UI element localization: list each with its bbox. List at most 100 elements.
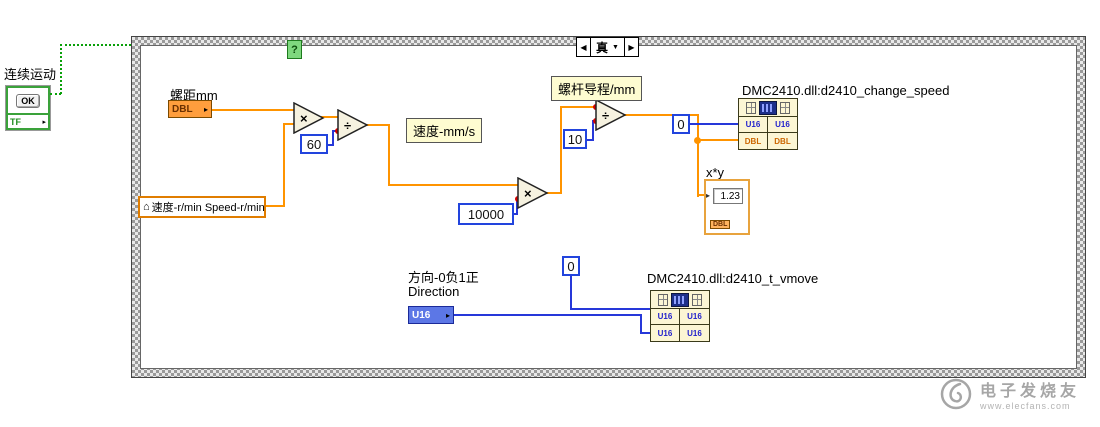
boolean-wire bbox=[60, 44, 131, 46]
multiply-triangle bbox=[517, 177, 549, 209]
pitch-dbl-terminal[interactable]: DBL ▸ bbox=[168, 100, 212, 118]
wire-div1-out bbox=[366, 124, 390, 126]
direction-u16-terminal[interactable]: U16 ▸ bbox=[408, 306, 454, 324]
indicator-value: 1.23 bbox=[713, 188, 743, 204]
multiply-glyph: × bbox=[524, 186, 532, 201]
boolean-wire bbox=[50, 93, 61, 95]
wire-junction-dot bbox=[694, 137, 701, 144]
wire-mul1-out bbox=[321, 116, 339, 118]
case-name[interactable]: 真 bbox=[596, 40, 609, 55]
pitch-label: 螺距mm bbox=[170, 88, 218, 103]
wire-pitch bbox=[212, 109, 296, 111]
watermark-url: www.elecfans.com bbox=[980, 401, 1071, 411]
wire-speed-rmin bbox=[266, 205, 285, 207]
divide-node[interactable]: ÷ bbox=[595, 99, 627, 131]
terminal-arrow-icon: ▸ bbox=[42, 118, 46, 126]
constant-10[interactable]: 10 bbox=[563, 129, 587, 149]
wire-const-0-dir bbox=[570, 276, 572, 310]
wire-direction bbox=[640, 332, 650, 334]
multiply-triangle bbox=[293, 102, 325, 134]
wire-const-0-speed bbox=[690, 123, 738, 125]
divide-glyph: ÷ bbox=[344, 118, 351, 133]
xy-indicator[interactable]: ▸ 1.23 DBL bbox=[704, 179, 750, 235]
continuous-motion-label: 连续运动 bbox=[4, 67, 57, 82]
dll-node-header bbox=[739, 99, 797, 117]
multiply-node[interactable]: × bbox=[293, 102, 325, 134]
divide-glyph: ÷ bbox=[602, 108, 609, 123]
cln-param-cell[interactable]: U16 bbox=[651, 325, 680, 341]
cln-param-cell[interactable]: U16 bbox=[680, 309, 709, 325]
wire-const-0-dir bbox=[570, 308, 650, 310]
cln-vmove-node[interactable]: U16 U16 U16 U16 bbox=[650, 290, 710, 342]
multiply-glyph: × bbox=[300, 111, 308, 126]
wire-div2-out bbox=[697, 194, 705, 196]
multiply-node[interactable]: × bbox=[517, 177, 549, 209]
speed-rmin-label: 速度-r/min Speed-r/min bbox=[151, 202, 265, 214]
cln-param-cell[interactable]: DBL bbox=[739, 133, 768, 149]
wire-mul2-out bbox=[560, 106, 562, 194]
dll-icon bbox=[671, 292, 689, 307]
divide-node[interactable]: ÷ bbox=[337, 109, 369, 141]
ok-boolean-terminal[interactable]: OK TF ▸ bbox=[6, 86, 50, 130]
watermark: 电子发烧友 www.elecfans.com bbox=[938, 376, 1080, 412]
elecfans-logo-icon bbox=[940, 378, 972, 410]
wire-direction bbox=[640, 314, 642, 334]
home-icon: ⌂ bbox=[143, 201, 150, 213]
dll-node-header bbox=[651, 291, 709, 309]
wire-speed-rmin bbox=[283, 123, 296, 125]
question-icon: ? bbox=[287, 40, 302, 59]
chevron-down-icon[interactable]: ▼ bbox=[612, 43, 619, 51]
indicator-type-badge: DBL bbox=[710, 220, 731, 229]
screw-lead-label: 螺杆导程/mm bbox=[551, 76, 643, 101]
direction-en-label: Direction bbox=[408, 284, 460, 299]
divide-triangle bbox=[595, 99, 627, 131]
terminal-arrow-icon: ▸ bbox=[203, 104, 208, 114]
cln-param-cell[interactable]: U16 bbox=[651, 309, 680, 325]
ok-button-glyph: OK bbox=[16, 93, 40, 108]
cln-change-speed-label: DMC2410.dll:d2410_change_speed bbox=[742, 83, 950, 98]
cln-vmove-label: DMC2410.dll:d2410_t_vmove bbox=[647, 271, 819, 286]
wire-const-10000 bbox=[516, 199, 518, 215]
direction-cn-label: 方向-0负1正 bbox=[408, 270, 479, 285]
u16-type-label: U16 bbox=[412, 309, 431, 321]
connector-pane-icon bbox=[746, 101, 756, 114]
constant-60[interactable]: 60 bbox=[300, 134, 328, 154]
connector-pane-icon bbox=[780, 101, 790, 114]
cln-change-speed-node[interactable]: U16 U16 DBL DBL bbox=[738, 98, 798, 150]
wire-const-60 bbox=[332, 131, 334, 146]
cln-param-cell[interactable]: U16 bbox=[739, 117, 768, 133]
cln-param-cell[interactable]: DBL bbox=[774, 136, 791, 146]
tf-type-label: TF bbox=[10, 116, 21, 127]
terminal-arrow-icon: ▸ bbox=[445, 310, 450, 320]
wire-div2-out bbox=[624, 114, 699, 116]
wire-const-60 bbox=[328, 144, 334, 146]
connector-pane-icon bbox=[658, 293, 668, 306]
case-prev-arrow[interactable]: ◀ bbox=[577, 38, 591, 56]
wire-div1-out bbox=[388, 184, 519, 186]
watermark-title: 电子发烧友 bbox=[980, 383, 1081, 400]
wire-mul2-out bbox=[547, 192, 562, 194]
speed-mms-label: 速度-mm/s bbox=[406, 118, 483, 143]
dll-icon bbox=[759, 100, 777, 115]
cln-param-cell[interactable]: U16 bbox=[768, 117, 797, 133]
cln-param-cell[interactable]: U16 bbox=[687, 328, 702, 338]
wire-direction bbox=[454, 314, 642, 316]
wire-speed-rmin bbox=[283, 123, 285, 207]
divide-triangle bbox=[337, 109, 369, 141]
case-next-arrow[interactable]: ▶ bbox=[623, 38, 638, 56]
speed-rmin-terminal[interactable]: ⌂ 速度-r/min Speed-r/min ▸ bbox=[138, 196, 266, 218]
constant-0-speed[interactable]: 0 bbox=[672, 114, 690, 134]
dbl-type-label: DBL bbox=[172, 103, 193, 115]
constant-10000[interactable]: 10000 bbox=[458, 203, 514, 225]
boolean-wire bbox=[60, 44, 62, 94]
wire-div2-out bbox=[697, 139, 738, 141]
wire-div1-out bbox=[388, 124, 390, 186]
wire-const-10 bbox=[587, 139, 594, 141]
case-selector[interactable]: ◀ 真 ▼ ▶ bbox=[576, 37, 639, 57]
xy-label: x*y bbox=[706, 165, 725, 180]
case-selector-value[interactable]: 真 ▼ bbox=[591, 38, 624, 56]
wire-mul2-out bbox=[560, 106, 597, 108]
constant-0-direction[interactable]: 0 bbox=[562, 256, 580, 276]
indicator-input-arrow-icon: ▸ bbox=[706, 191, 711, 200]
